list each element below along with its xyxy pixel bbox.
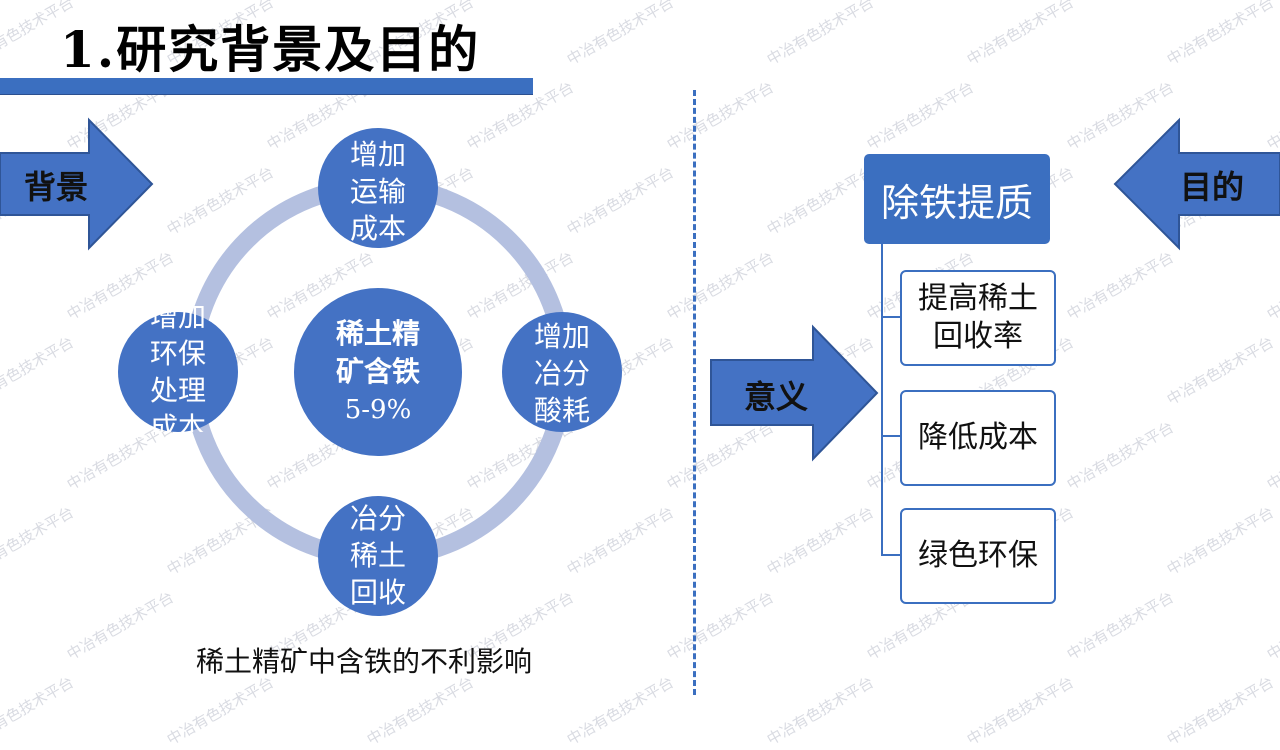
left-circle (118, 312, 238, 432)
bottom-circle-text: 冶分稀土回收 (349, 502, 406, 609)
goal-connector (881, 244, 902, 556)
right-circle-text: 增加冶分酸耗 (533, 320, 590, 427)
meaning-arrow (710, 324, 879, 462)
bottom-circle (318, 496, 438, 616)
page-title: 1.研究背景及目的 (60, 20, 481, 79)
top-circle (318, 128, 438, 248)
meaning-arrow-label: 意义 (744, 378, 809, 416)
center-circle (294, 288, 462, 456)
background-arrow (0, 117, 154, 251)
section-divider (693, 90, 696, 695)
left-circle-text: 增加环保处理成本 (149, 300, 206, 432)
item-reduce-cost: 降低成本 (900, 390, 1056, 486)
goal-arrow-label: 目的 (1180, 168, 1245, 206)
item-green-environment: 绿色环保 (900, 508, 1056, 604)
top-circle-text: 增加运输成本 (349, 138, 406, 245)
diagram-canvas (0, 117, 1280, 616)
title-underline-bar (0, 78, 533, 95)
goal-box: 除铁提质 (864, 154, 1050, 244)
item-recovery-rate: 提高稀土回收率 (900, 270, 1056, 366)
goal-arrow (1113, 117, 1280, 251)
diagram-caption: 稀土精矿中含铁的不利影响 (196, 645, 533, 678)
right-circle (502, 312, 622, 432)
background-arrow-label: 背景 (24, 168, 89, 206)
